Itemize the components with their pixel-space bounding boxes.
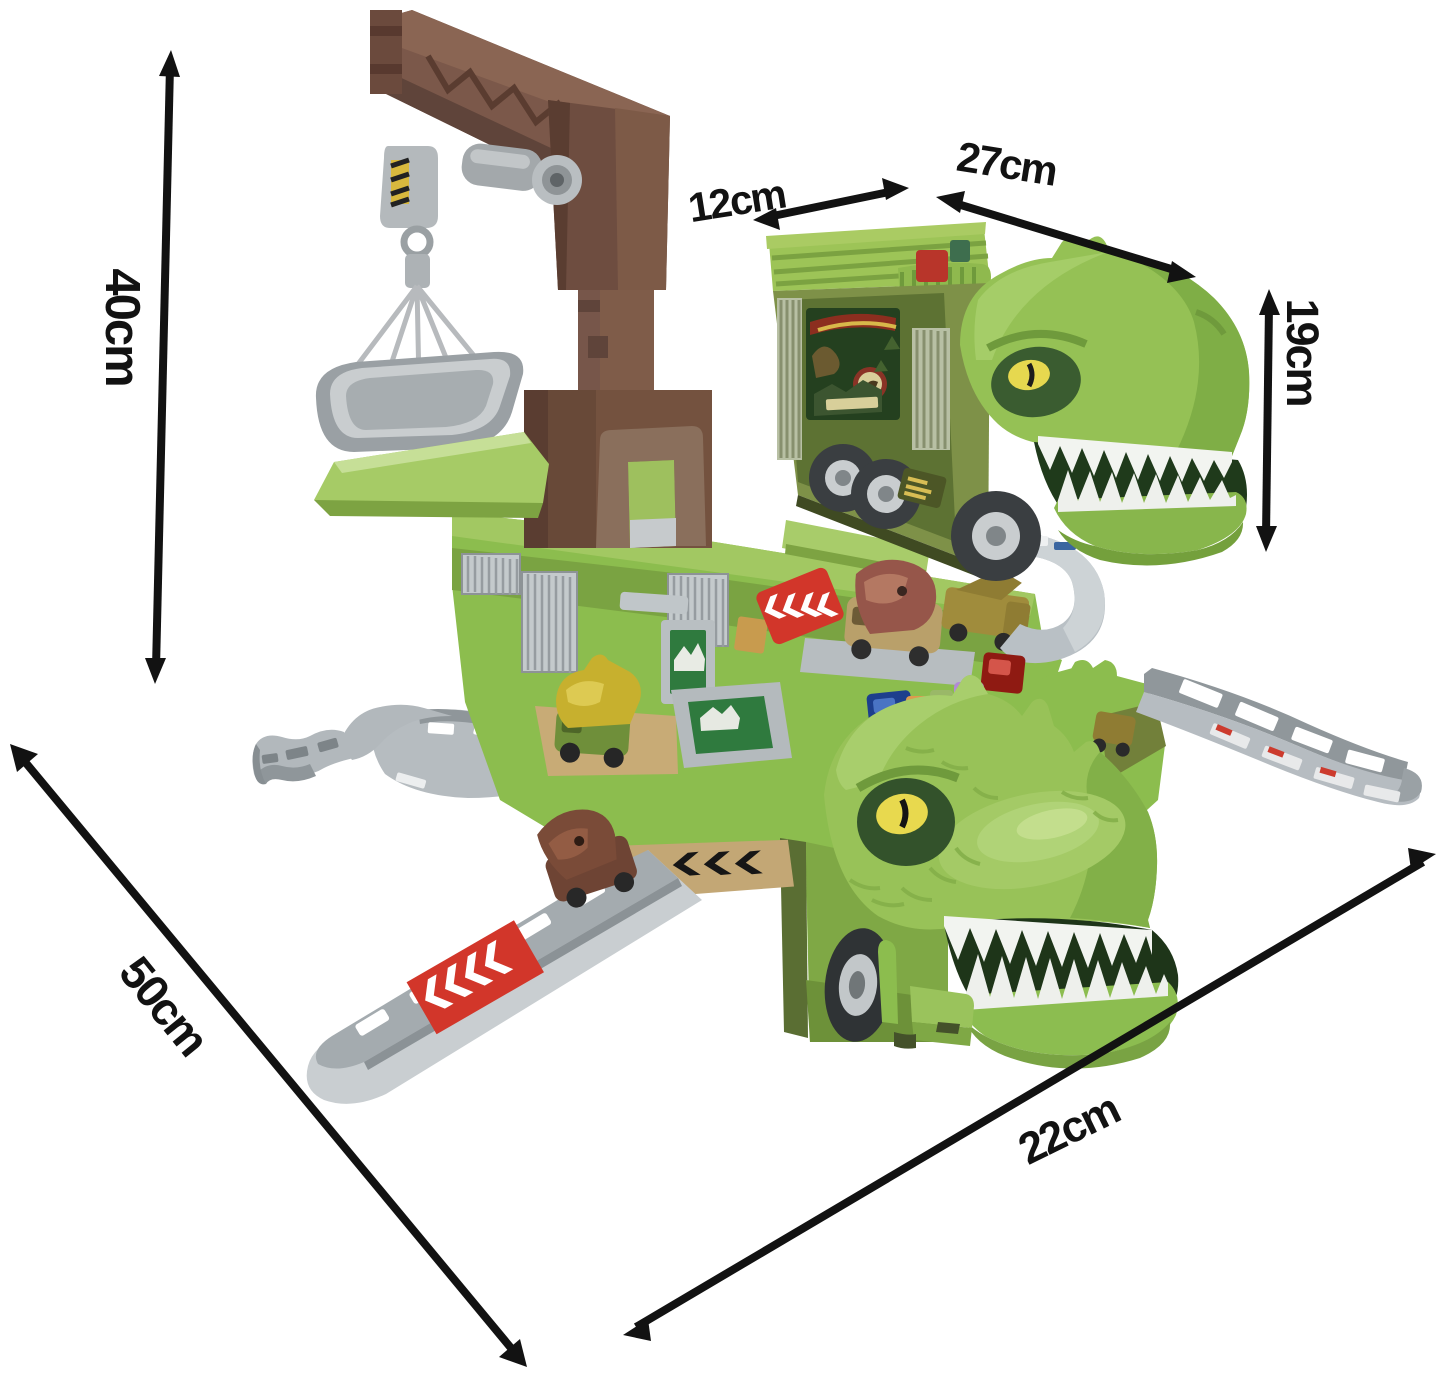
svg-text:40cm: 40cm [95, 268, 149, 385]
svg-text:19cm: 19cm [1277, 298, 1328, 405]
